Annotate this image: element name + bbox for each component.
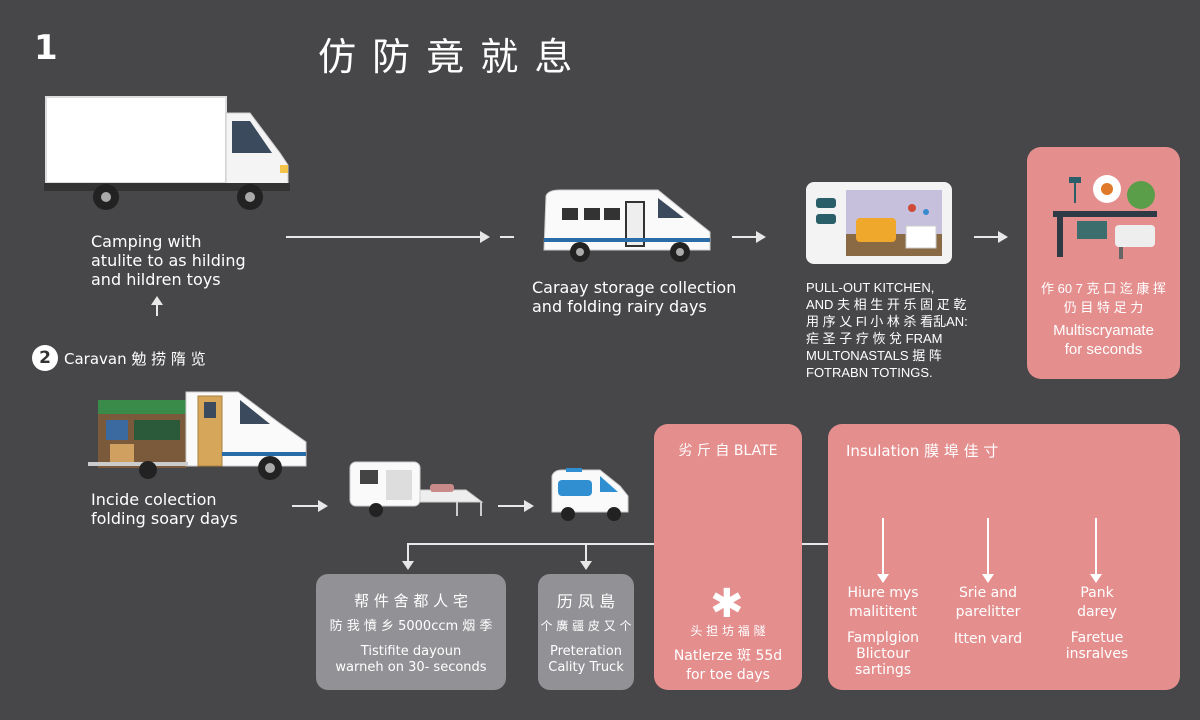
connector-line <box>407 543 409 563</box>
camper-van-illustration <box>540 188 715 268</box>
arrow-right-icon <box>480 231 490 243</box>
slate-card: 劣 斤 自 BLATE ✱ 头 担 坊 福 隧 Natlerze 斑 55d f… <box>654 424 802 690</box>
up-arrow-icon <box>151 296 163 305</box>
small-van-illustration <box>548 466 632 522</box>
insulation-column-1: Hiure mys malititent Famplgion Blictour … <box>847 585 919 678</box>
gray-card-2: 历 凤 島 个 廣 疆 皮 又 个 Preteration Cality Tru… <box>538 574 634 690</box>
trailer-illustration <box>346 460 488 520</box>
multiscryamate-card: 作 60 7 克 口 迄 康 挥 仍 目 特 足 力 Multiscryamat… <box>1027 147 1180 379</box>
pull-out-kitchen-illustration <box>806 182 952 264</box>
caravan-caption: Caravan 勉 捞 隋 览 <box>64 350 206 368</box>
arrow-right-icon <box>524 500 534 512</box>
connector-arrow <box>498 505 524 507</box>
asterisk-icon: ✱ <box>710 581 744 627</box>
connector-arrow <box>732 236 758 238</box>
gray-card-1: 帮 件 舍 都 人 宅 防 我 憤 乡 5000ccm 烟 季 Tistifit… <box>316 574 506 690</box>
connector-arrow <box>292 505 318 507</box>
connector-arrow <box>286 236 482 238</box>
workspace-illustration <box>1049 171 1161 261</box>
arrow-down-icon <box>580 561 592 570</box>
connector-line <box>1095 518 1097 576</box>
camper-caption: Caraay storage collection and folding ra… <box>532 278 737 316</box>
connector-line <box>585 543 587 563</box>
insulation-card-title: Insulation 膜 埠 佳 寸 <box>846 442 999 460</box>
arrow-right-icon <box>756 231 766 243</box>
step-badge-2: 2 <box>32 345 58 371</box>
caravan-interior-illustration <box>88 386 310 482</box>
page-title: 仿 防 竟 就 息 <box>318 35 575 79</box>
box-truck-illustration <box>44 95 292 215</box>
arrow-down-icon <box>1090 574 1102 583</box>
insulation-column-3: Pank darey Faretue insralves <box>1065 585 1129 662</box>
arrow-down-icon <box>982 574 994 583</box>
connector-line <box>882 518 884 576</box>
insulation-card: Insulation 膜 埠 佳 寸 Hiure mys malititent … <box>828 424 1180 690</box>
gray-card-2-title: 历 凤 島 <box>556 592 616 611</box>
up-arrow-line <box>156 302 158 316</box>
multiscryamate-text: 作 60 7 克 口 迄 康 挥 仍 目 特 足 力 Multiscryamat… <box>1041 281 1166 358</box>
connector-line <box>987 518 989 576</box>
arrow-down-icon <box>877 574 889 583</box>
box-truck-caption: Camping with atulite to as hilding and h… <box>91 232 246 289</box>
arrow-right-icon <box>998 231 1008 243</box>
inside-caption: Incide colection folding soary days <box>91 490 238 528</box>
slate-card-title: 劣 斤 自 BLATE <box>678 443 778 459</box>
connector-line <box>407 543 854 545</box>
connector-arrow <box>974 236 1000 238</box>
gray-card-1-title: 帮 件 舍 都 人 宅 <box>354 592 468 610</box>
insulation-column-2: Srie and parelitter Itten vard <box>953 585 1023 647</box>
arrow-down-icon <box>402 561 414 570</box>
step-number-1: 1 <box>34 28 58 68</box>
kitchen-caption: PULL-OUT KITCHEN, AND 夫 相 生 开 乐 固 疋 乾 用 … <box>806 280 968 380</box>
arrow-right-icon <box>318 500 328 512</box>
connector-dash <box>500 236 514 238</box>
